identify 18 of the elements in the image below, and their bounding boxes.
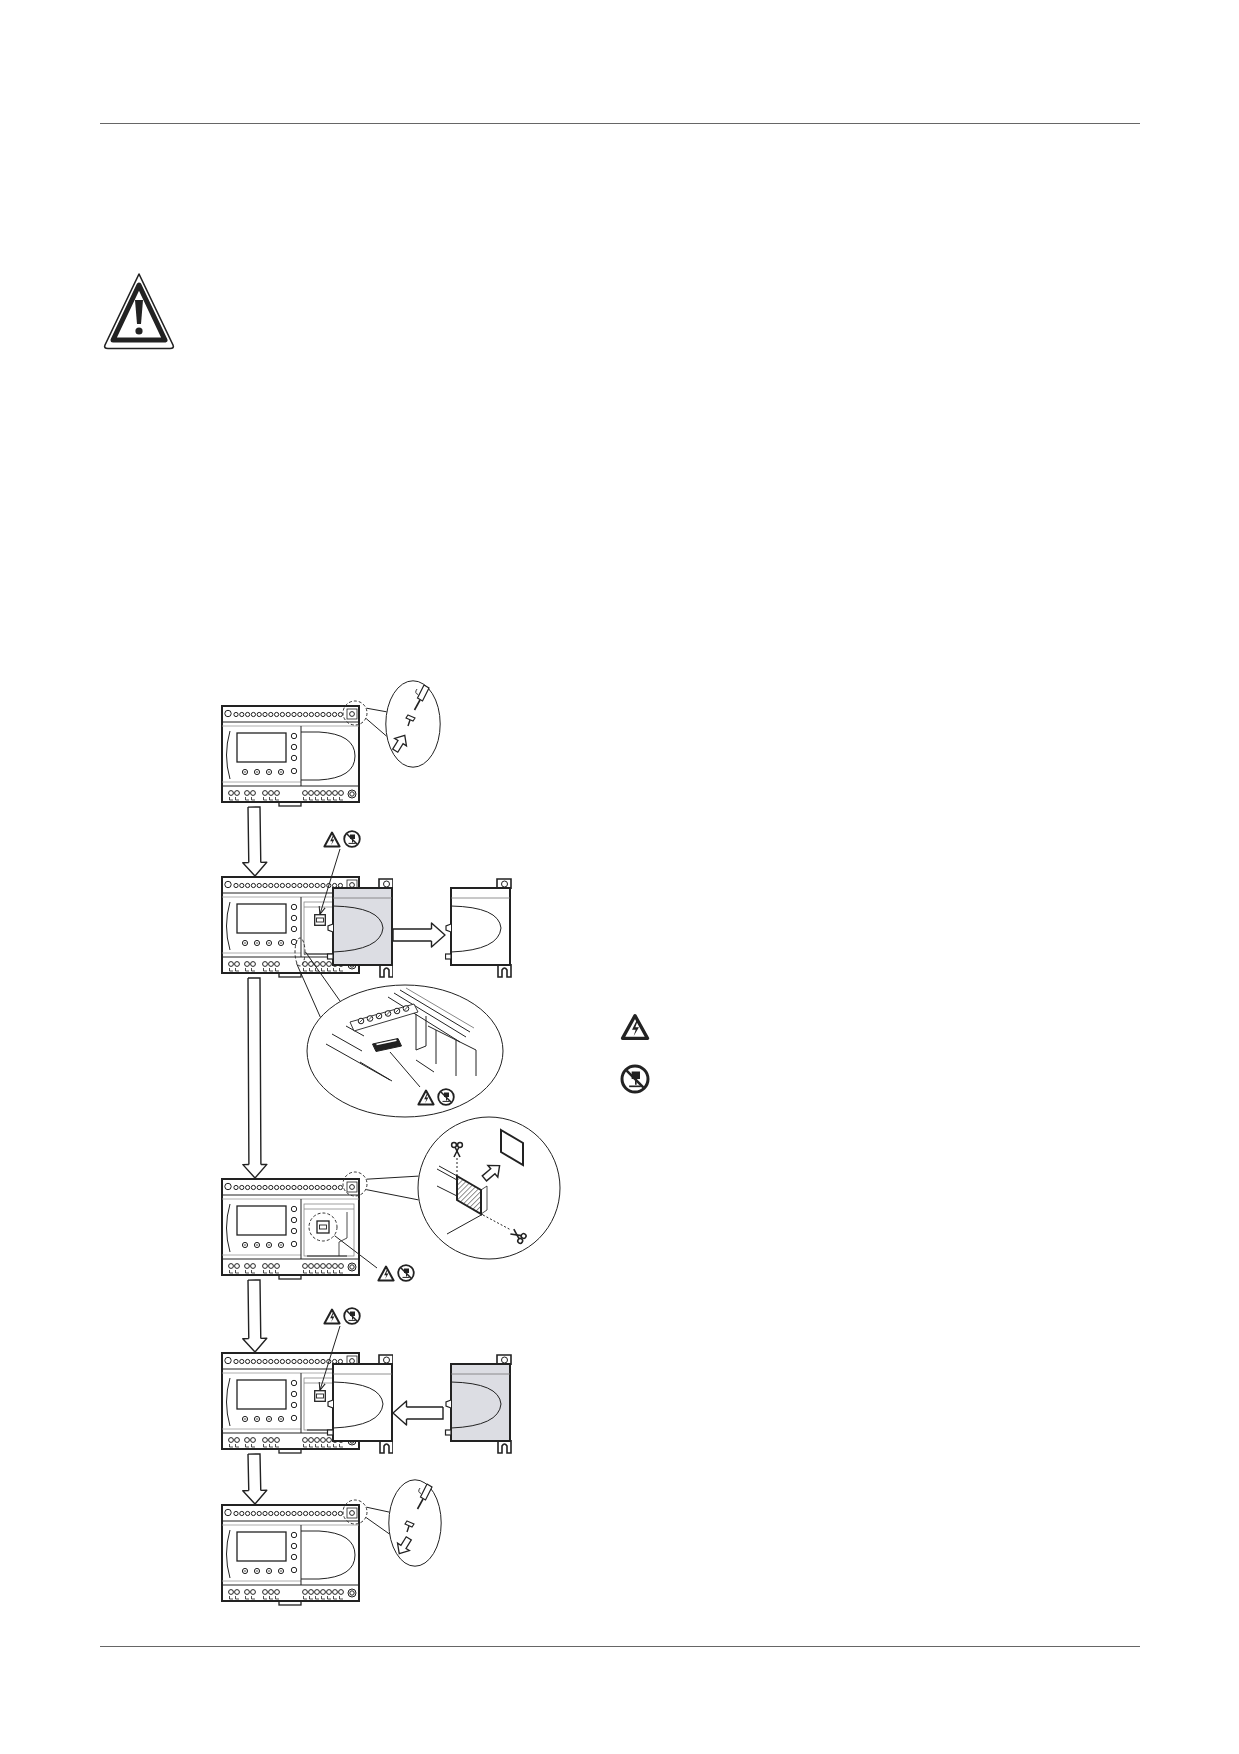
leader-line [318, 1325, 341, 1391]
callout-line [366, 1175, 419, 1180]
hollow-arrow [392, 1400, 444, 1426]
hollow-arrow [242, 1453, 268, 1505]
leader-line [389, 1051, 421, 1088]
callout-line [305, 951, 341, 1002]
callout-line [365, 1517, 390, 1535]
hollow-arrow [242, 806, 268, 877]
hollow-arrow [242, 977, 268, 1179]
leader-line [334, 1235, 378, 1269]
callout-line [366, 707, 388, 713]
callout-line [366, 1506, 390, 1513]
callout-line [365, 1189, 419, 1201]
hollow-arrow [242, 1279, 268, 1353]
hollow-arrow [392, 922, 446, 948]
leader-line [318, 848, 341, 915]
callout-line [296, 962, 321, 1018]
callout-line [365, 718, 388, 737]
